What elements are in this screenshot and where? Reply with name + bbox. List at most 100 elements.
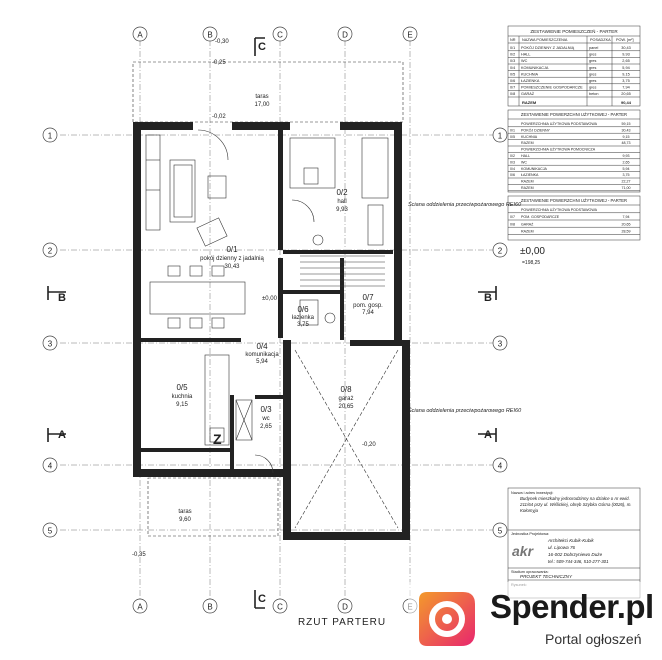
axis-number: 4 <box>48 462 53 471</box>
watermark-brand: Spender.pl <box>490 588 654 625</box>
tb-project-desc: Budynek mieszkalny jednorodzinny na dzia… <box>520 496 632 513</box>
room-area: 30,43 <box>224 264 240 270</box>
room-area: 2,65 <box>260 424 272 430</box>
table-cell: POKÓJ DZIENNY <box>521 127 551 132</box>
room-name: pom. gosp. <box>353 303 383 309</box>
tb-phone: tel.: 509-744-346, 510-277-301 <box>548 559 609 564</box>
table-cell: 0/6 <box>510 173 515 177</box>
tb-label-name: Nazwa i adres inwestycji: <box>511 491 553 495</box>
axis-letter: B <box>207 31 212 40</box>
room-table: ZESTAWIENIE POMIESZCZEŃ - PARTER NR NAZW… <box>507 25 641 241</box>
axis-letter: C <box>277 31 283 40</box>
table-cell: POKÓJ DZIENNY Z JADALNIĄ <box>521 45 575 50</box>
room-area: 9,15 <box>176 402 188 408</box>
table-cell: beton <box>589 92 599 96</box>
axis-number: 4 <box>498 462 503 471</box>
section-mark-b-left: B <box>58 292 66 304</box>
room-area: 5,94 <box>256 359 268 365</box>
table-cell: 0/2 <box>510 53 515 57</box>
table-cell: gres <box>589 59 596 63</box>
room-table-total: 90,44 <box>621 100 632 105</box>
axis-letter: D <box>342 31 348 40</box>
room-name: komunikacja <box>245 352 279 358</box>
table-cell: 0/3 <box>510 160 515 164</box>
room-area: 9,60 <box>179 517 191 523</box>
table-cell: WC <box>521 160 527 164</box>
room-id: 0/7 <box>362 293 374 302</box>
table-cell: gres <box>589 72 596 76</box>
table-cell: 0/3 <box>510 59 515 63</box>
table-cell: 20,65 <box>622 222 631 226</box>
table-cell: HALL <box>521 53 531 57</box>
table-cell: 59,15 <box>622 122 631 126</box>
table-cell: 0/8 <box>510 92 515 96</box>
table-cell: 9,93 <box>622 53 629 57</box>
table-header: NR <box>510 38 516 42</box>
tb-addr2: 16-002 Dobrzyniewo Duże <box>548 552 603 557</box>
room-id: 0/4 <box>256 342 268 351</box>
room-id: 0/3 <box>260 405 272 414</box>
section-mark-c-bottom: C <box>258 593 266 605</box>
tb-firm: Architekci Kubik-Kubik <box>547 538 594 543</box>
table-cell: RAZEM <box>521 141 534 145</box>
svg-text:akr: akr <box>512 543 535 559</box>
spender-logo-icon <box>419 592 475 646</box>
axis-number: 2 <box>498 247 503 256</box>
table-cell: RAZEM <box>521 186 534 190</box>
akr-logo-icon: akr <box>512 543 535 559</box>
axis-number: 5 <box>498 527 503 536</box>
level-marks: -0,30 -0,25 ±0,00 -0,02 -0,20 -0,35 ±0,0… <box>132 39 545 558</box>
axis-number: 5 <box>48 527 53 536</box>
tb-stage: PROJEKT TECHNICZNY <box>520 574 573 579</box>
table-cell: KUCHNIA <box>521 135 538 139</box>
table-cell: KOMUNIKACJA <box>521 167 548 171</box>
room-area: 20,65 <box>338 404 354 410</box>
table-cell: POWIERZCHNIA UŻYTKOWA POMOCNICZA <box>521 147 596 152</box>
room-area: 17,00 <box>254 102 270 108</box>
axis-markers: A B C D E A B C D E 1 2 3 4 5 1 2 3 4 5 <box>42 26 508 614</box>
tb-label-stage: Stadium opracowania: <box>511 570 549 574</box>
table-cell: 9,15 <box>623 135 630 139</box>
axis-letter: C <box>277 603 283 612</box>
table-cell: 0/5 <box>510 135 515 139</box>
wall-note: Ściana oddzielenia przeciwpożarowego REI… <box>408 201 522 208</box>
table-cell: 0/8 <box>510 222 515 226</box>
svg-text:Z: Z <box>213 431 222 447</box>
room-name: hall <box>337 199 346 205</box>
table-cell: 22,27 <box>622 180 631 184</box>
table-cell: 0/7 <box>510 215 515 219</box>
axis-letter: A <box>137 603 143 612</box>
room-id: 0/8 <box>340 385 352 394</box>
level-abs: =198,25 <box>522 260 540 266</box>
room-name: pokój dzienny z jadalnią <box>200 256 264 262</box>
room-table-title: ZESTAWIENIE POMIESZCZEŃ - PARTER <box>530 28 618 34</box>
watermark-tagline: Portal ogłoszeń <box>545 631 642 647</box>
title-block: Nazwa i adres inwestycji: Budynek mieszk… <box>507 487 641 599</box>
room-area: 3,75 <box>297 322 309 328</box>
table-cell: 20,65 <box>621 92 631 96</box>
section-marks: B B A A C C <box>47 37 497 609</box>
furniture: Z <box>145 129 399 529</box>
table-cell: 0/1 <box>510 46 515 50</box>
table-header: POSADZKA <box>590 38 611 42</box>
table-cell: 0/5 <box>510 72 515 76</box>
level-main: ±0,00 <box>520 246 545 257</box>
table-cell: 9,15 <box>622 72 629 76</box>
room-name: taras <box>178 509 191 515</box>
table-cell: 30,43 <box>622 128 631 132</box>
table-cell: 0/4 <box>510 167 515 171</box>
axis-letter: D <box>342 603 348 612</box>
table-cell: 28,59 <box>622 230 631 234</box>
room-name: taras <box>255 94 268 100</box>
axis-number: 3 <box>498 340 503 349</box>
table-cell: 71,00 <box>622 186 631 190</box>
table-cell: 5,94 <box>622 66 629 70</box>
table-cell: 30,43 <box>621 46 631 50</box>
table-cell: 0/4 <box>510 66 515 70</box>
room-labels: 0/1 pokój dzienny z jadalnią 30,43 0/2 h… <box>172 94 384 523</box>
room-name: łazienka <box>292 315 315 321</box>
table-header: POW. [m²] <box>616 38 634 42</box>
table-cell: ŁAZIENKA <box>521 173 539 177</box>
axis-number: 2 <box>48 247 53 256</box>
table-cell: 9,93 <box>623 154 630 158</box>
